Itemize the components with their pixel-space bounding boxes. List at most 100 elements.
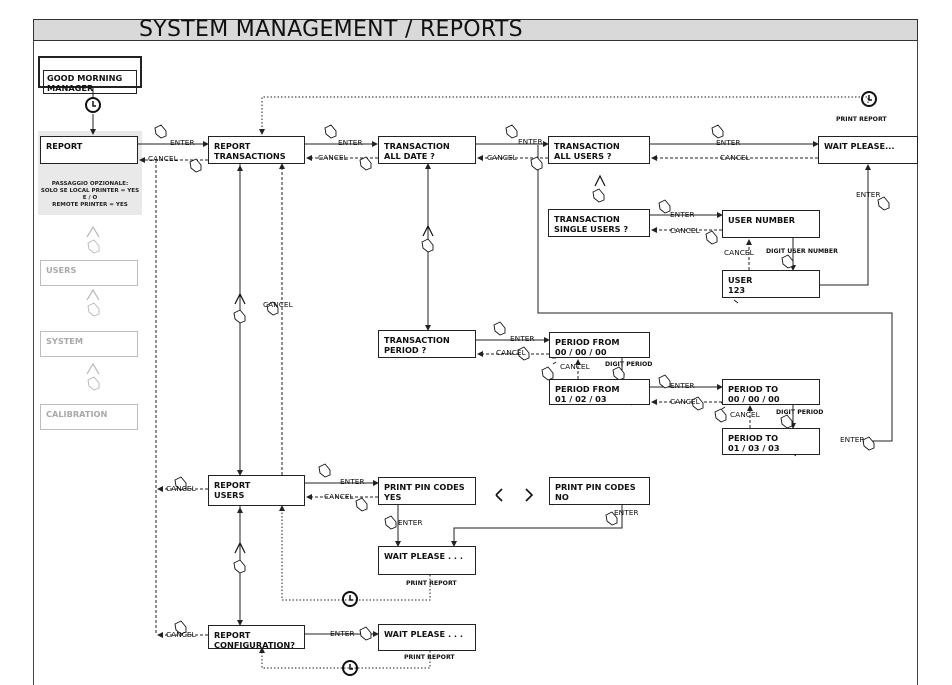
enter-label: ENTER	[856, 190, 881, 199]
up-arrow-icon	[495, 488, 503, 502]
hand-press-icon	[705, 230, 718, 245]
digit-period-label: DIGIT PERIOD	[776, 409, 824, 416]
cancel-label: CANCEL	[318, 153, 348, 162]
hand-press-icon	[233, 309, 246, 324]
up-arrow-icon	[525, 488, 534, 502]
enter-label: ENTER	[510, 334, 535, 343]
hand-press-icon	[592, 188, 605, 203]
digit-user-number-label: DIGIT USER NUMBER	[766, 248, 838, 255]
transaction-all-users-box[interactable]: TRANSACTION ALL USERS ?	[548, 136, 650, 164]
clock-icon	[342, 591, 358, 607]
cancel-label: CANCEL	[724, 248, 754, 257]
wait-please-top-box: WAIT PLEASE...	[818, 136, 918, 164]
cancel-label: CANCEL	[148, 154, 178, 163]
hand-press-icon	[87, 302, 100, 317]
up-arrow-icon	[86, 288, 100, 301]
enter-label: ENTER	[840, 435, 865, 444]
good-morning-label: GOOD MORNING MANAGER	[43, 70, 137, 94]
print-report-label: PRINT REPORT	[836, 116, 887, 123]
period-from-entered-box[interactable]: PERIOD FROM 01 / 02 / 03	[549, 379, 650, 405]
cancel-label: CANCEL	[670, 226, 700, 235]
hand-press-icon	[541, 366, 554, 381]
hand-press-icon	[318, 463, 331, 478]
hand-press-icon	[862, 436, 875, 451]
hand-press-icon	[154, 124, 167, 139]
enter-label: ENTER	[716, 138, 741, 147]
enter-label: ENTER	[330, 629, 355, 638]
hand-press-icon	[714, 408, 727, 423]
hand-press-icon	[266, 301, 279, 316]
hand-press-icon	[384, 515, 397, 530]
wait-please-config-box: WAIT PLEASE . . .	[378, 624, 476, 651]
calibration-menu-box[interactable]: CALIBRATION	[40, 404, 138, 430]
user-number-box[interactable]: USER NUMBER	[722, 210, 820, 238]
frame-left-rule	[33, 41, 34, 685]
up-arrow-icon	[422, 224, 434, 237]
cancel-label: CANCEL	[496, 348, 526, 357]
hand-press-icon	[493, 321, 506, 336]
hand-press-icon	[605, 511, 618, 526]
frame-right-rule	[917, 41, 918, 685]
cancel-label: CANCEL	[670, 397, 700, 406]
hand-press-icon	[87, 376, 100, 391]
good-morning-box: GOOD MORNING MANAGER	[38, 56, 142, 94]
cancel-label: CANCEL	[166, 484, 196, 493]
up-arrow-icon	[86, 362, 100, 375]
hand-press-icon	[530, 156, 543, 171]
clock-icon	[342, 660, 358, 676]
transaction-all-date-box[interactable]: TRANSACTION ALL DATE ?	[378, 136, 476, 164]
hand-press-icon	[781, 254, 794, 269]
enter-label: ENTER	[670, 210, 695, 219]
cancel-label: CANCEL	[263, 300, 293, 309]
hand-press-icon	[505, 124, 518, 139]
enter-label: ENTER	[338, 138, 363, 147]
hand-press-icon	[612, 366, 625, 381]
hand-press-icon	[780, 414, 793, 429]
hand-press-icon	[421, 238, 434, 253]
print-report-label: PRINT REPORT	[406, 580, 457, 587]
system-menu-box[interactable]: SYSTEM	[40, 331, 138, 357]
hand-press-icon	[324, 124, 337, 139]
report-transactions-box[interactable]: REPORT TRANSACTIONS	[208, 136, 305, 164]
hand-press-icon	[233, 559, 246, 574]
enter-label: ENTER	[340, 477, 365, 486]
up-arrow-icon	[234, 541, 246, 554]
transaction-period-box[interactable]: TRANSACTION PERIOD ?	[378, 330, 476, 358]
hand-press-icon	[359, 156, 372, 171]
page-title: SYSTEM MANAGEMENT / REPORTS	[139, 17, 523, 42]
hand-press-icon	[189, 158, 202, 173]
enter-label: ENTER	[398, 518, 423, 527]
transaction-single-users-box[interactable]: TRANSACTION SINGLE USERS ?	[548, 209, 650, 237]
period-to-box[interactable]: PERIOD TO 00 / 00 / 00	[722, 379, 820, 405]
report-users-box[interactable]: REPORT USERS	[208, 475, 305, 506]
print-report-label: PRINT REPORT	[404, 654, 455, 661]
period-to-entered-box[interactable]: PERIOD TO 01 / 03 / 03	[722, 428, 820, 455]
cancel-label: CANCEL	[166, 630, 196, 639]
cancel-label: CANCEL	[324, 492, 354, 501]
optional-step-note: PASSAGGIO OPZIONALE: SOLO SE LOCAL PRINT…	[40, 181, 140, 208]
hand-press-icon	[658, 374, 671, 389]
clock-icon	[861, 91, 877, 107]
cancel-label: CANCEL	[487, 153, 517, 162]
up-arrow-icon	[594, 174, 606, 187]
cancel-label: CANCEL	[560, 362, 590, 371]
wait-please-users-box: WAIT PLEASE . . .	[378, 546, 476, 575]
enter-label: ENTER	[670, 381, 695, 390]
users-menu-box[interactable]: USERS	[40, 260, 138, 286]
enter-label: ENTER	[614, 508, 639, 517]
report-box[interactable]: REPORT	[40, 136, 138, 164]
hand-press-icon	[174, 476, 187, 491]
user-123-box[interactable]: USER 123	[722, 270, 820, 298]
report-configuration-box[interactable]: REPORT CONFIGURATION?	[208, 625, 305, 650]
page-header: SYSTEM MANAGEMENT / REPORTS	[33, 17, 918, 42]
print-pin-no-box[interactable]: PRINT PIN CODES NO	[549, 477, 650, 505]
up-arrow-icon	[86, 225, 100, 238]
up-arrow-icon	[234, 292, 246, 305]
period-from-box[interactable]: PERIOD FROM 00 / 00 / 00	[549, 332, 650, 358]
print-pin-yes-box[interactable]: PRINT PIN CODES YES	[378, 477, 476, 505]
enter-label: ENTER	[518, 137, 543, 146]
cancel-label: CANCEL	[730, 410, 760, 419]
digit-period-label: DIGIT PERIOD	[605, 361, 653, 368]
enter-label: ENTER	[170, 138, 195, 147]
